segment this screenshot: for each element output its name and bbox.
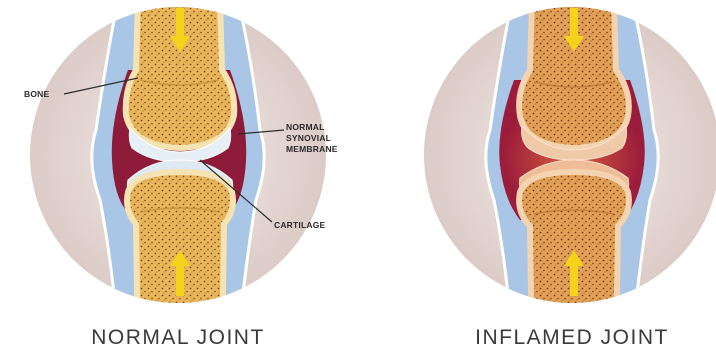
normal-joint-caption: NORMAL JOINT bbox=[48, 326, 308, 350]
bone-label: BONE bbox=[24, 89, 49, 99]
inflamed-joint bbox=[424, 0, 716, 356]
membrane-label-line1: NORMAL bbox=[286, 122, 325, 132]
normal-joint: BONE NORMAL SYNOVIAL MEMBRANE CARTILAGE bbox=[24, 0, 338, 356]
membrane-label-line3: MEMBRANE bbox=[286, 144, 338, 154]
inflamed-joint-caption: INFLAMED JOINT bbox=[442, 326, 702, 350]
membrane-label-line2: SYNOVIAL bbox=[286, 133, 331, 143]
cartilage-label: CARTILAGE bbox=[274, 220, 326, 230]
